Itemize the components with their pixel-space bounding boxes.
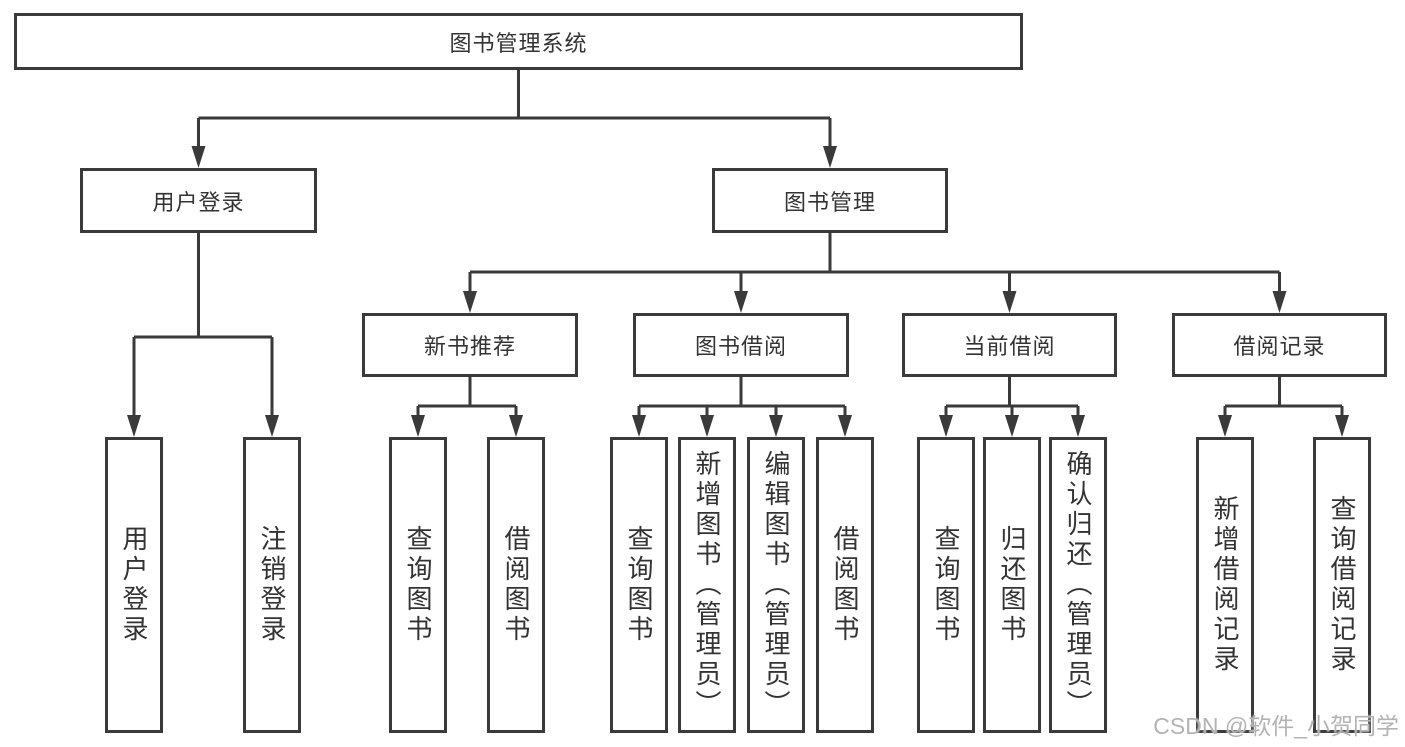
connector-new-book-to-leaves [416,377,518,417]
node-leaf-query-books-2: 查询图书 [610,437,668,733]
node-leaf-logout: 注销登录 [243,437,301,733]
node-leaf-query-books-2-label: 查询图书 [624,525,654,645]
arrowhead [1071,415,1085,437]
arrowhead [939,415,953,437]
arrowhead [700,415,714,437]
arrowhead [769,415,783,437]
arrowhead [1272,291,1287,313]
arrowhead [127,415,141,437]
arrowhead [632,415,646,437]
node-user-login-label: 用户登录 [152,189,245,215]
node-current-borrow-label: 当前借阅 [963,334,1056,359]
node-leaf-confirm-return-admin-label: 确认归还（管理员） [1063,450,1093,720]
arrowhead [838,415,852,437]
arrowhead [191,146,206,168]
node-book-borrow-label: 图书借阅 [694,334,787,359]
node-book-management: 图书管理 [712,168,948,233]
node-leaf-return-book-label: 归还图书 [997,525,1027,645]
node-leaf-add-book-admin-label: 新增图书（管理员） [692,450,722,720]
node-leaf-query-books-1-label: 查询图书 [403,525,433,645]
node-new-book-recommend-label: 新书推荐 [423,334,516,359]
node-leaf-borrow-books-2-label: 借阅图书 [830,525,860,645]
node-leaf-query-borrow-record: 查询借阅记录 [1313,437,1371,733]
node-leaf-query-books-3-label: 查询图书 [931,525,961,645]
node-current-borrow: 当前借阅 [902,313,1117,377]
node-root: 图书管理系统 [14,13,1023,70]
node-leaf-query-books-1: 查询图书 [389,437,447,733]
connector-current-borrow-to-leaves [944,377,1080,417]
node-leaf-query-borrow-record-label: 查询借阅记录 [1327,495,1357,675]
csdn-watermark: CSDN @软件_小贺同学 [1153,713,1399,739]
node-new-book-recommend: 新书推荐 [362,313,578,377]
node-leaf-add-book-admin: 新增图书（管理员） [678,437,736,733]
connector-borrow-record-to-leaves [1223,377,1344,417]
node-leaf-return-book: 归还图书 [983,437,1041,733]
node-leaf-add-borrow-record: 新增借阅记录 [1196,437,1254,733]
arrowhead [1005,415,1019,437]
node-root-label: 图书管理系统 [449,30,588,56]
node-leaf-edit-book-admin: 编辑图书（管理员） [747,437,805,733]
node-leaf-query-books-3: 查询图书 [917,437,975,733]
connector-book-management-to-level3 [468,233,1281,293]
node-leaf-borrow-books-2: 借阅图书 [816,437,874,733]
arrowhead [823,146,837,168]
arrowhead [411,415,425,437]
node-leaf-edit-book-admin-label: 编辑图书（管理员） [761,450,791,720]
arrowhead [265,415,279,437]
connector-book-borrow-to-leaves [637,377,847,417]
arrowhead [1335,415,1349,437]
node-leaf-user-login: 用户登录 [105,437,163,733]
node-leaf-confirm-return-admin: 确认归还（管理员） [1049,437,1107,733]
arrowhead [734,291,748,313]
arrowhead [509,415,523,437]
node-leaf-logout-label: 注销登录 [257,525,287,645]
node-book-management-label: 图书管理 [783,189,876,215]
node-leaf-user-login-label: 用户登录 [119,525,149,645]
node-leaf-borrow-books-1: 借阅图书 [487,437,545,733]
node-leaf-add-borrow-record-label: 新增借阅记录 [1210,495,1240,675]
arrowhead [463,291,477,313]
connector-root-to-level2 [197,69,832,148]
connector-user-login-to-leaves [132,233,274,417]
node-book-borrow: 图书借阅 [633,313,849,377]
node-borrow-record: 借阅记录 [1172,313,1387,377]
node-leaf-borrow-books-1-label: 借阅图书 [501,525,531,645]
arrowhead [1002,291,1017,313]
node-borrow-record-label: 借阅记录 [1233,334,1326,359]
arrowhead [1218,415,1232,437]
node-user-login: 用户登录 [80,168,317,233]
